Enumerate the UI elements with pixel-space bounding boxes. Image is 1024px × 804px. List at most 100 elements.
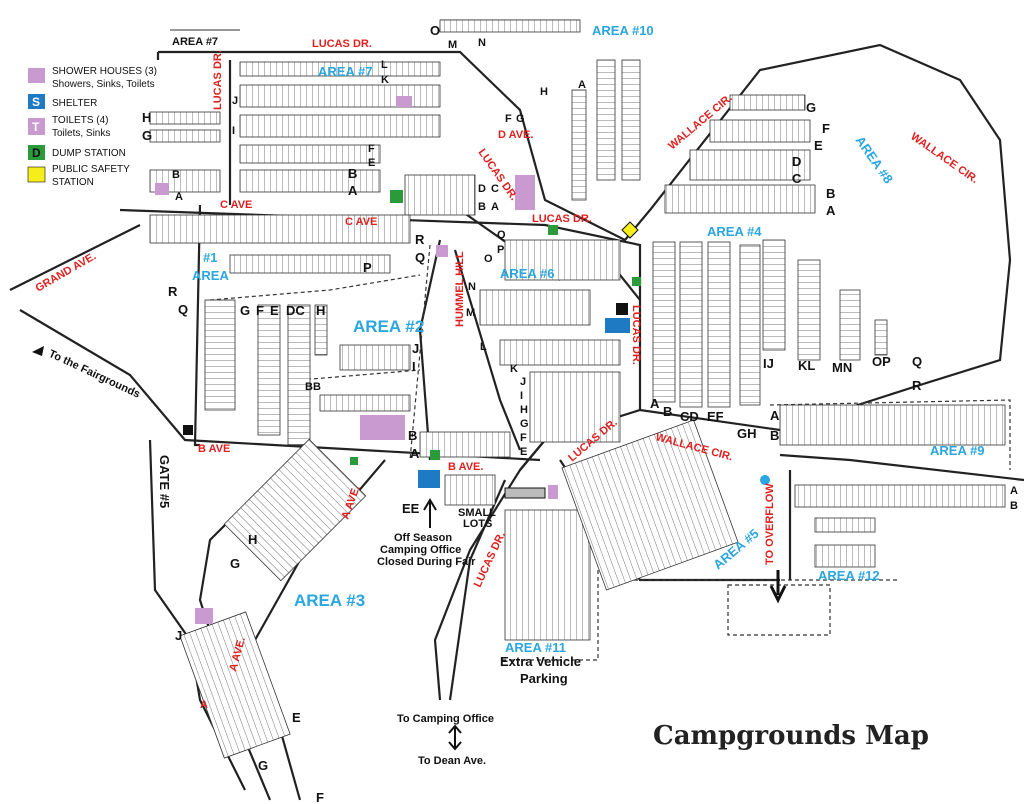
row-label: G — [516, 113, 525, 125]
row-label: O — [430, 23, 440, 38]
row-label: H — [520, 404, 528, 416]
row-label: E — [520, 446, 527, 458]
camping-office-icon — [418, 470, 440, 488]
row-labels: H G B A L K J I F E D C B A B A O M N H … — [142, 23, 1018, 804]
row-label: F — [822, 121, 830, 136]
dump-station-icon — [390, 190, 403, 203]
row-label: N — [478, 37, 486, 49]
toilet-icon — [155, 183, 169, 195]
road-label: B AVE. — [448, 461, 483, 473]
row-label: A — [650, 396, 660, 411]
row-label: M — [448, 39, 457, 51]
row-label: F — [316, 790, 324, 804]
legend-sublabel: Toilets, Sinks — [52, 128, 110, 139]
toilet-icon — [195, 608, 213, 624]
legend-label: SHELTER — [52, 98, 97, 109]
row-label: J — [412, 341, 419, 356]
row-label: J — [232, 95, 238, 107]
area-label: AREA #8 — [853, 133, 897, 186]
legend-label: DUMP STATION — [52, 148, 126, 159]
row-label: B — [663, 404, 672, 419]
building — [183, 425, 193, 435]
area-label: AREA #7 — [318, 64, 372, 79]
area-label: AREA #7 — [172, 36, 218, 48]
area-label: AREA #12 — [818, 568, 880, 583]
row-label: OP — [872, 354, 891, 369]
row-label: E — [368, 157, 375, 169]
parking-label: Parking — [520, 671, 568, 686]
legend: SHOWER HOUSES (3) Showers, Sinks, Toilet… — [27, 66, 157, 188]
area-label: AREA #2 — [353, 317, 424, 336]
row-label: F — [520, 432, 527, 444]
row-label: J — [175, 628, 182, 643]
row-label: M — [466, 307, 475, 319]
row-label: J — [520, 376, 526, 388]
row-label: B — [408, 428, 417, 443]
row-label: G — [806, 100, 816, 115]
row-label: H — [142, 110, 151, 125]
legend-swatch-dump — [28, 145, 45, 160]
row-label: MN — [832, 360, 852, 375]
row-label: G — [520, 418, 529, 430]
arrow-icon — [423, 498, 437, 528]
row-label: A — [826, 203, 836, 218]
row-label: E — [814, 138, 823, 153]
row-label: K — [381, 74, 389, 86]
road-label: TO OVERFLOW — [764, 483, 776, 565]
toilet-icon — [436, 245, 448, 257]
row-label: B — [348, 166, 357, 181]
road-label: C AVE — [220, 199, 252, 211]
small-lots-label: SMALL — [458, 507, 496, 519]
row-label: R — [912, 378, 922, 393]
row-label: E — [270, 303, 279, 318]
row-label: C — [792, 171, 802, 186]
facilities — [155, 96, 770, 624]
road-label: WALLACE CIR. — [908, 131, 980, 186]
row-label: Q — [497, 229, 506, 241]
dump-station-icon — [350, 457, 358, 465]
double-arrow-icon — [448, 724, 462, 751]
area-label: AREA #11 — [505, 640, 566, 655]
row-label: A — [1010, 485, 1018, 497]
road-label: LUCAS DR. — [212, 50, 224, 110]
row-label: C — [491, 183, 499, 195]
row-label: K — [510, 363, 518, 375]
shower-house — [548, 485, 558, 499]
septic-icon — [760, 475, 770, 485]
map-title: Campgrounds Map — [653, 721, 929, 751]
toilet-icon: T — [32, 120, 40, 134]
row-label: B — [1010, 500, 1018, 512]
row-label: B — [172, 169, 180, 181]
road-label: C AVE — [345, 216, 377, 228]
legend-label: PUBLIC SAFETY — [52, 164, 130, 175]
row-label: Q — [912, 354, 922, 369]
area-label: AREA #3 — [294, 591, 365, 610]
row-label: Q — [415, 250, 425, 265]
row-label: I — [232, 125, 235, 137]
row-label: GH — [737, 426, 757, 441]
row-label: F — [505, 113, 512, 125]
row-label: F — [368, 143, 375, 155]
row-label: CD — [680, 409, 699, 424]
row-label: D — [792, 154, 801, 169]
area-label: AREA #6 — [500, 266, 554, 281]
row-label: P — [363, 260, 372, 275]
row-label: H — [316, 303, 325, 318]
legend-sublabel: Showers, Sinks, Toilets — [52, 79, 155, 90]
campsite-blocks — [149, 19, 1006, 759]
dump-station-icon — [430, 450, 440, 460]
dump-station-icon — [548, 225, 558, 235]
office-label: Closed During Fair — [377, 556, 476, 568]
row-label: I — [412, 359, 416, 374]
legend-swatch-shower — [28, 68, 45, 83]
row-label: H — [248, 532, 257, 547]
row-label: D — [478, 183, 486, 195]
row-label: IJ — [763, 356, 774, 371]
row-label: G — [230, 556, 240, 571]
row-label: Q — [178, 302, 188, 317]
area-label: AREA #9 — [930, 443, 984, 458]
road-label: A — [200, 699, 208, 711]
legend-label: TOILETS (4) — [52, 115, 109, 126]
row-label: L — [381, 59, 388, 71]
row-label: A — [348, 183, 358, 198]
